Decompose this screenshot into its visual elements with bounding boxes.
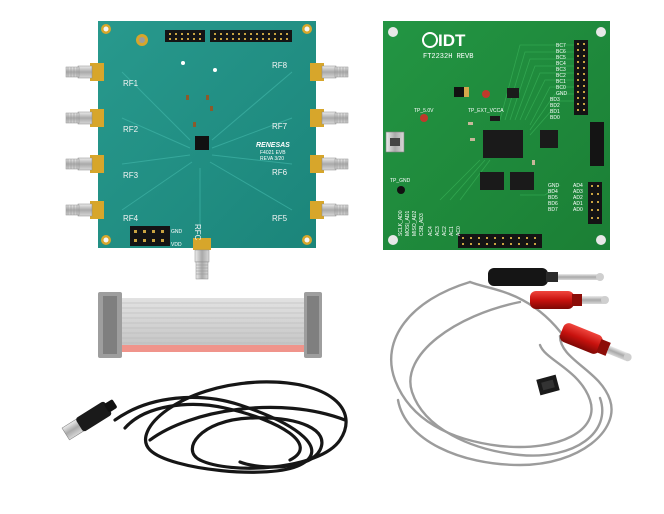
gnd-label: GND bbox=[171, 229, 183, 235]
right-pin-labels: BC7 BC6 BC5 BC4 BC3 BC2 BC1 BC0 GND BD3 … bbox=[550, 43, 568, 121]
svg-text:BD3: BD3 bbox=[550, 97, 560, 103]
rf7-label: RF7 bbox=[272, 122, 288, 131]
svg-text:AD2: AD2 bbox=[573, 195, 583, 201]
svg-text:AC1: AC1 bbox=[449, 226, 455, 236]
svg-text:AD1: AD1 bbox=[573, 201, 583, 207]
svg-text:BD1: BD1 bbox=[550, 109, 560, 115]
ft2232h-interface-board: IDT FT2232H REVB TP_5.0V TP_GND TP_EXT_V… bbox=[383, 21, 610, 250]
svg-text:BC4: BC4 bbox=[556, 61, 566, 67]
svg-text:BC0: BC0 bbox=[556, 85, 566, 91]
rf3-label: RF3 bbox=[123, 171, 139, 180]
lower-right-pin-labels: AD4 AD3 AD2 AD1 AD0 GND BD4 BD5 BD6 BD7 bbox=[548, 183, 583, 213]
rf8-label: RF8 bbox=[272, 61, 288, 70]
rf5-label: RF5 bbox=[272, 214, 288, 223]
ribbon-cable bbox=[98, 292, 322, 358]
tp-5v-label: TP_5.0V bbox=[414, 108, 434, 114]
rf4-label: RF4 bbox=[123, 214, 139, 223]
svg-text:BC2: BC2 bbox=[556, 73, 566, 79]
renesas-logo: RENESAS bbox=[256, 142, 290, 149]
svg-text:BC6: BC6 bbox=[556, 49, 566, 55]
svg-text:AC0: AC0 bbox=[456, 226, 462, 236]
svg-text:AD3: AD3 bbox=[573, 189, 583, 195]
svg-text:MOSI_AD1: MOSI_AD1 bbox=[405, 210, 411, 236]
svg-text:BD0: BD0 bbox=[550, 115, 560, 121]
svg-text:AD0: AD0 bbox=[573, 207, 583, 213]
svg-text:GND: GND bbox=[556, 91, 568, 97]
svg-text:BD6: BD6 bbox=[548, 201, 558, 207]
rf6-label: RF6 bbox=[272, 168, 288, 177]
svg-text:AC2: AC2 bbox=[442, 226, 448, 236]
rf1-label: RF1 bbox=[123, 79, 139, 88]
usb-cable bbox=[61, 380, 348, 474]
rfc-label: RFC bbox=[193, 224, 202, 241]
svg-text:BD4: BD4 bbox=[548, 189, 558, 195]
bottom-pin-labels: SCLK_AD0 MOSI_AD1 MISO_AD2 CSB_AD3 AC4 A… bbox=[398, 210, 462, 236]
svg-text:BD5: BD5 bbox=[548, 195, 558, 201]
svg-text:GND: GND bbox=[548, 183, 560, 189]
tp-ext-label: TP_EXT_VCCA bbox=[468, 108, 504, 114]
svg-text:SCLK_AD0: SCLK_AD0 bbox=[398, 210, 404, 236]
vdd-label: VDD bbox=[171, 242, 182, 248]
banana-test-leads bbox=[390, 268, 632, 467]
svg-text:CSB_AD3: CSB_AD3 bbox=[419, 213, 425, 236]
svg-text:BC1: BC1 bbox=[556, 79, 566, 85]
svg-text:BC3: BC3 bbox=[556, 67, 566, 73]
svg-text:BC5: BC5 bbox=[556, 55, 566, 61]
svg-text:MISO_AD2: MISO_AD2 bbox=[412, 210, 418, 236]
board-model: F4021 EVB bbox=[260, 150, 286, 156]
interface-board-title: FT2232H REVB bbox=[423, 53, 473, 61]
rfc-connector bbox=[193, 238, 211, 280]
svg-text:BD2: BD2 bbox=[550, 103, 560, 109]
svg-text:AD4: AD4 bbox=[573, 183, 583, 189]
svg-text:BC7: BC7 bbox=[556, 43, 566, 49]
svg-text:AC4: AC4 bbox=[428, 226, 434, 236]
tp-gnd-label: TP_GND bbox=[390, 178, 411, 184]
board-revision: REVA 3/20 bbox=[260, 156, 284, 162]
rf2-label: RF2 bbox=[123, 125, 139, 134]
svg-text:BD7: BD7 bbox=[548, 207, 558, 213]
rf-evaluation-board: RF1 RF2 RF3 RF4 RF5 RF6 RF7 RF8 RFC RENE… bbox=[65, 21, 349, 280]
idt-logo: IDT bbox=[438, 31, 466, 50]
svg-text:AC3: AC3 bbox=[435, 226, 441, 236]
